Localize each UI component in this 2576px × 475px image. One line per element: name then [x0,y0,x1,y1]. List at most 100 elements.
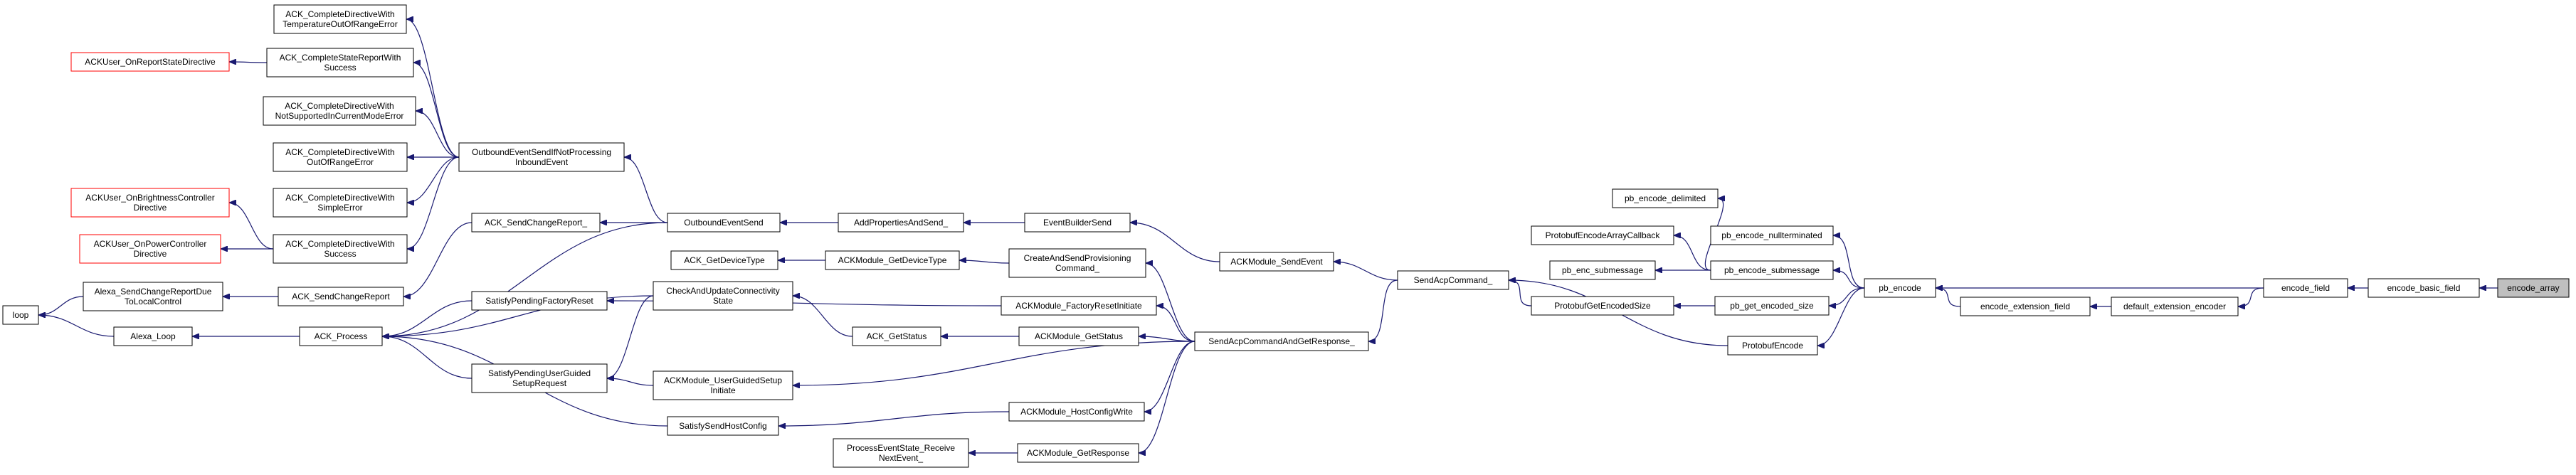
node-box [1008,402,1145,422]
node-protoarray[interactable]: ProtobufEncodeArrayCallback [1531,225,1674,245]
edge-protosize-to-sendacp [1509,280,1532,306]
node-modsendevent[interactable]: ACKModule_SendEvent [1219,252,1334,272]
node-loop[interactable]: loop [2,305,39,325]
node-box [667,416,779,436]
node-label: encode_basic_field [2387,283,2461,293]
node-encfield[interactable]: encode_field [2263,278,2348,298]
node-box [273,188,408,218]
node-eventbuildersend[interactable]: EventBuilderSend [1024,213,1131,233]
node-box [471,363,608,393]
node-label: NextEvent_ [879,453,923,463]
node-box [299,326,383,346]
node-box [1531,225,1674,245]
node-box [1018,326,1139,346]
node-pbgetsize[interactable]: pb_get_encoded_size [1714,296,1830,316]
edge-sendacp-to-sendacpresp [1368,279,1398,341]
node-sathost[interactable]: SatisfySendHostConfig [667,416,779,436]
node-box [1008,248,1146,278]
node-protosize[interactable]: ProtobufGetEncodedSize [1531,296,1674,316]
node-satfactory[interactable]: SatisfyPendingFactoryReset [471,291,608,311]
node-sendacp[interactable]: SendAcpCommand_ [1397,270,1509,290]
node-protoencode[interactable]: ProtobufEncode [1727,336,1818,356]
edge-obsinp-to-statereport [413,63,460,158]
node-label: ACKUser_OnBrightnessController [85,193,214,203]
node-box [113,326,193,346]
node-label: loop [13,310,29,320]
node-label: SendAcpCommand_ [1414,275,1493,285]
node-temp[interactable]: ACK_CompleteDirectiveWithTemperatureOutO… [273,4,407,34]
node-label: NotSupportedInCurrentModeError [275,111,404,121]
node-box [833,438,969,468]
node-modgetresp[interactable]: ACKModule_GetResponse [1017,443,1139,463]
node-label: SatisfyPendingFactoryReset [485,296,593,306]
node-box [1864,278,1936,298]
node-label: pb_encode_delimited [1625,193,1706,203]
node-label: pb_enc_submessage [1562,265,1643,275]
node-modgetstatus[interactable]: ACKModule_GetStatus [1018,326,1139,346]
node-box [1612,188,1719,208]
node-notsupported[interactable]: ACK_CompleteDirectiveWithNotSupportedInC… [263,96,416,126]
node-obsinp[interactable]: OutboundEventSendIfNotProcessingInboundE… [458,142,625,172]
edge-outboundeventsend-to-obsinp [623,157,668,223]
node-sendacpresp[interactable]: SendAcpCommandAndGetResponse_ [1194,331,1369,351]
node-box [273,142,408,172]
node-label: InboundEvent [515,157,569,167]
node-reportstate[interactable]: ACKUser_OnReportStateDirective [70,52,230,72]
edge-modguided-to-satguided [607,378,654,386]
node-label: OutOfRangeError [307,157,374,167]
node-label: ToLocalControl [125,297,181,306]
node-pbencsub[interactable]: pb_encode_submessage [1710,260,1834,280]
node-modgetdevicetype[interactable]: ACKModule_GetDeviceType [825,250,960,270]
node-label: Alexa_SendChangeReportDue [95,287,212,297]
node-pbencode[interactable]: pb_encode [1864,278,1936,298]
node-sendchangereport[interactable]: ACK_SendChangeReport [278,287,404,306]
node-ackprocess[interactable]: ACK_Process [299,326,383,346]
node-encbasic[interactable]: encode_basic_field [2368,278,2480,298]
node-label: ACK_SendChangeReport_ [485,218,587,228]
node-label: encode_extension_field [1980,301,2070,311]
node-outboundeventsend[interactable]: OutboundEventSend [667,213,781,233]
node-label: Initiate [710,385,736,395]
node-defext[interactable]: default_extension_encoder [2111,297,2239,316]
node-alexaloop[interactable]: Alexa_Loop [113,326,193,346]
node-label: AddPropertiesAndSend_ [854,218,948,228]
node-box [1960,297,2091,316]
node-label: ACKModule_UserGuidedSetup [664,375,782,385]
edge-modhost-to-sathost [778,411,1010,426]
node-label: ACKUser_OnPowerController [94,239,207,249]
node-pbnullterm[interactable]: pb_encode_nullterminated [1710,225,1834,245]
edge-checkconn-to-ackprocess [382,295,654,336]
node-encext[interactable]: encode_extension_field [1960,297,2091,316]
node-modfactory[interactable]: ACKModule_FactoryResetInitiate [1001,296,1157,316]
node-label: default_extension_encoder [2123,301,2226,311]
node-pbdelim[interactable]: pb_encode_delimited [1612,188,1719,208]
node-label: ACK_CompleteDirectiveWith [285,147,394,157]
node-box [1017,443,1139,463]
node-getstatus[interactable]: ACK_GetStatus [852,326,941,346]
node-label: ACK_CompleteDirectiveWith [285,239,394,249]
node-modhost[interactable]: ACKModule_HostConfigWrite [1008,402,1145,422]
node-pbsubmsg[interactable]: pb_enc_submessage [1549,260,1656,280]
node-box [1194,331,1369,351]
node-label: ProtobufEncodeArrayCallback [1546,230,1661,240]
node-addprops[interactable]: AddPropertiesAndSend_ [838,213,964,233]
node-box [1001,296,1157,316]
edge-sendacpresp-to-modguided [793,341,1195,385]
node-sendchangereport-[interactable]: ACK_SendChangeReport_ [471,213,601,233]
node-box [273,4,407,34]
node-label: CreateAndSendProvisioning [1024,253,1131,263]
node-getdevicetype[interactable]: ACK_GetDeviceType [670,250,778,270]
